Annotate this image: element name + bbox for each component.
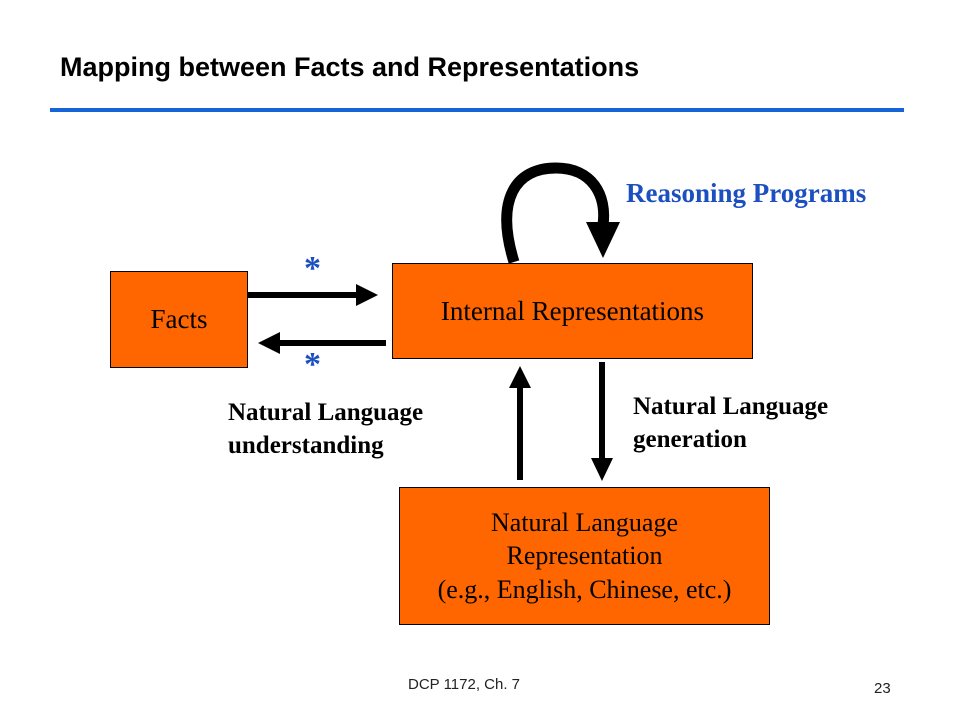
- footer-course: DCP 1172, Ch. 7: [408, 676, 521, 693]
- nl-generation-label: Natural Language generation: [633, 391, 828, 456]
- nlu-line-2: understanding: [228, 431, 384, 459]
- nl-rep-line-3: (e.g., English, Chinese, etc.): [437, 574, 732, 604]
- reasoning-loop-arrowhead: [586, 222, 620, 258]
- arrowhead-up: [509, 366, 531, 388]
- arrowhead-right: [356, 284, 378, 306]
- facts-label: Facts: [150, 304, 208, 334]
- facts-box: Facts: [110, 271, 248, 368]
- nl-rep-line-2: Representation: [506, 541, 663, 571]
- reasoning-loop-arrow: [501, 162, 610, 264]
- title-underline: [50, 108, 904, 112]
- slide-title: Mapping between Facts and Representation…: [60, 52, 640, 82]
- reasoning-programs-label: Reasoning Programs: [626, 178, 867, 208]
- footer-page-number: 23: [874, 680, 891, 697]
- internal-representations-box: Internal Representations: [392, 263, 753, 359]
- arrowhead-down: [591, 458, 613, 481]
- natural-language-representation-box: Natural Language Representation (e.g., E…: [399, 487, 770, 625]
- nlu-line-1: Natural Language: [228, 399, 424, 426]
- nl-understanding-label: Natural Language understanding: [228, 397, 423, 462]
- nlg-line-1: Natural Language: [633, 393, 829, 420]
- internal-representations-label: Internal Representations: [440, 295, 705, 326]
- star-bottom: *: [304, 346, 321, 383]
- arrowhead-left: [258, 332, 280, 354]
- nlg-line-2: generation: [633, 425, 747, 453]
- star-top: *: [304, 250, 321, 287]
- nl-rep-line-1: Natural Language: [491, 508, 678, 538]
